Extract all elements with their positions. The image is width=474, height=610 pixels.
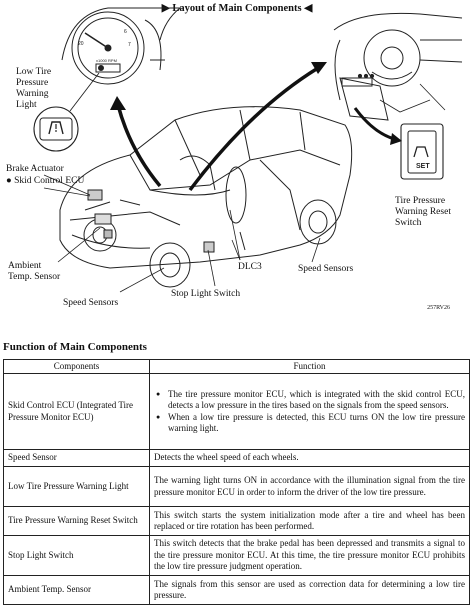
function-cell: The tire pressure monitor ECU, which is … [149, 373, 470, 450]
vehicle-illustration: 20 6 7 x1000 RPM [33, 7, 463, 293]
svg-text:20: 20 [78, 41, 84, 47]
skid-control-ecu-label: ● Skid Control ECU [6, 176, 85, 186]
component-cell: Tire Pressure Warning Reset Switch [3, 506, 150, 536]
function-cell: Detects the wheel speed of each wheels. [149, 449, 470, 467]
brake-actuator-label: Brake Actuator [6, 164, 64, 174]
set-button-text: SET [416, 163, 430, 170]
table-row: Tire Pressure Warning Reset Switch This … [3, 506, 470, 536]
component-cell: Skid Control ECU (Integrated Tire Pressu… [3, 373, 150, 450]
function-bullets: The tire pressure monitor ECU, which is … [154, 389, 465, 435]
function-cell: This switch detects that the brake pedal… [149, 535, 470, 576]
function-bullet: The tire pressure monitor ECU, which is … [156, 389, 465, 412]
function-bullet: When a low tire pressure is detected, th… [156, 412, 465, 435]
speed-sensors-left-label: Speed Sensors [63, 298, 119, 308]
header-function: Function [149, 359, 470, 374]
header-components: Components [3, 359, 150, 374]
dlc3-label: DLC3 [238, 262, 262, 272]
component-cell: Stop Light Switch [3, 535, 150, 576]
function-cell: This switch starts the system initializa… [149, 506, 470, 536]
svg-text:x1000 RPM: x1000 RPM [96, 58, 117, 63]
component-cell: Ambient Temp. Sensor [3, 575, 150, 605]
table-row: Stop Light Switch This switch detects th… [3, 535, 470, 576]
reset-switch-panel: SET [400, 123, 444, 180]
table-header-row: Components Function [3, 359, 470, 374]
function-cell: The warning light turns ON in accordance… [149, 466, 470, 507]
function-table: Components Function Skid Control ECU (In… [3, 359, 470, 605]
speed-sensors-right-label: Speed Sensors [298, 264, 354, 274]
figure-id: 257RV26 [427, 305, 450, 311]
low-tire-warning-light-label: Low Tire Pressure Warning Light [16, 67, 52, 110]
table-row: Skid Control ECU (Integrated Tire Pressu… [3, 373, 470, 450]
svg-text:6: 6 [124, 29, 127, 35]
stop-light-switch-label: Stop Light Switch [171, 289, 241, 299]
dashboard-illustration [333, 12, 463, 121]
layout-diagram: ▶ Layout of Main Components ◀ 20 6 7 x10… [6, 3, 463, 311]
car-body [59, 106, 353, 288]
table-row: Speed Sensor Detects the wheel speed of … [3, 449, 470, 467]
function-cell: The signals from this sensor are used as… [149, 575, 470, 605]
component-cell: Speed Sensor [3, 449, 150, 467]
section-title: Function of Main Components [3, 341, 147, 353]
instrument-cluster: 20 6 7 x1000 RPM [61, 7, 182, 85]
table-row: Ambient Temp. Sensor The signals from th… [3, 575, 470, 605]
svg-text:7: 7 [128, 42, 131, 48]
table-row: Low Tire Pressure Warning Light The warn… [3, 466, 470, 507]
ambient-temp-sensor-label: Ambient Temp. Sensor [8, 261, 61, 282]
leader-lines [43, 174, 321, 293]
diagram-title: ▶ Layout of Main Components ◀ [161, 3, 313, 14]
reset-switch-label: Tire Pressure Warning Reset Switch [395, 196, 451, 228]
component-cell: Low Tire Pressure Warning Light [3, 466, 150, 507]
